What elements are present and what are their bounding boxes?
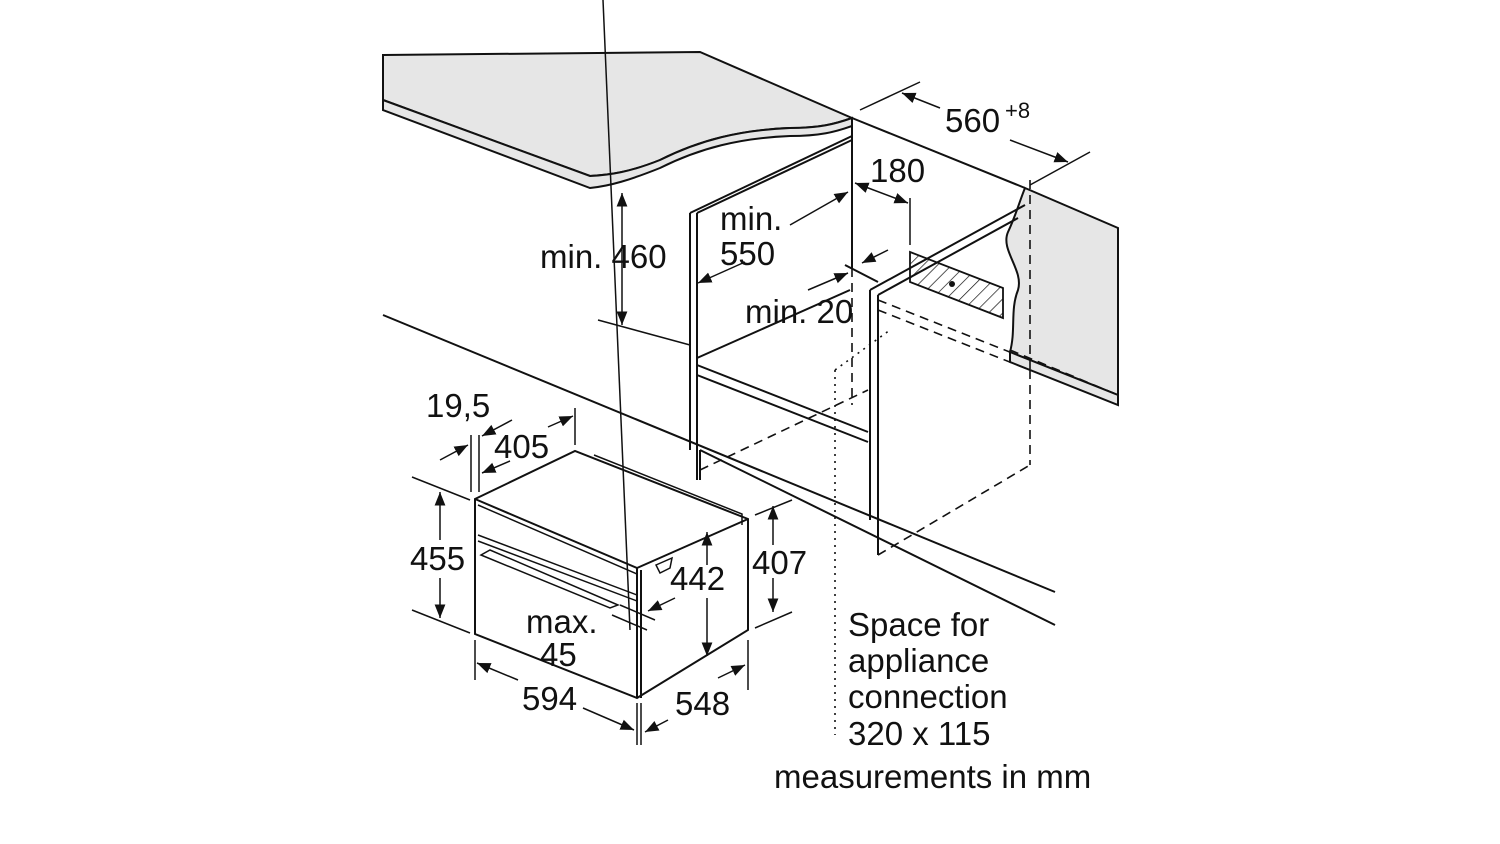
label-594: 594 bbox=[522, 680, 577, 717]
note-line-1: Space for bbox=[848, 606, 989, 643]
label-max-45-line2: 45 bbox=[540, 636, 577, 673]
label-min-550-line2: 550 bbox=[720, 235, 775, 272]
label-405: 405 bbox=[494, 428, 549, 465]
right-countertop bbox=[1005, 186, 1119, 407]
connection-note: Space for appliance connection 320 x 115… bbox=[774, 606, 1091, 795]
left-countertop bbox=[382, 50, 855, 190]
label-560-tolerance: +8 bbox=[1005, 98, 1030, 123]
label-548: 548 bbox=[675, 685, 730, 722]
dimension-lines bbox=[411, 0, 1091, 745]
label-min-460: min. 460 bbox=[540, 238, 667, 275]
dimension-labels: 560 +8 180 min. 550 min. 460 min. 20 19,… bbox=[410, 98, 1030, 722]
label-407: 407 bbox=[752, 544, 807, 581]
note-line-2: appliance bbox=[848, 642, 989, 679]
cabinet-lines bbox=[382, 117, 1056, 626]
label-560: 560 bbox=[945, 102, 1000, 139]
label-max-45-line1: max. bbox=[526, 603, 598, 640]
label-min-20: min. 20 bbox=[745, 293, 853, 330]
oven bbox=[474, 449, 749, 700]
label-442: 442 bbox=[670, 560, 725, 597]
units-note: measurements in mm bbox=[774, 758, 1091, 795]
label-180: 180 bbox=[870, 152, 925, 189]
niche-dashed-outline bbox=[699, 180, 1119, 735]
label-455: 455 bbox=[410, 540, 465, 577]
label-min-550-line1: min. bbox=[720, 200, 782, 237]
label-19-5: 19,5 bbox=[426, 387, 490, 424]
note-line-4: 320 x 115 bbox=[848, 715, 991, 752]
note-line-3: connection bbox=[848, 678, 1008, 715]
